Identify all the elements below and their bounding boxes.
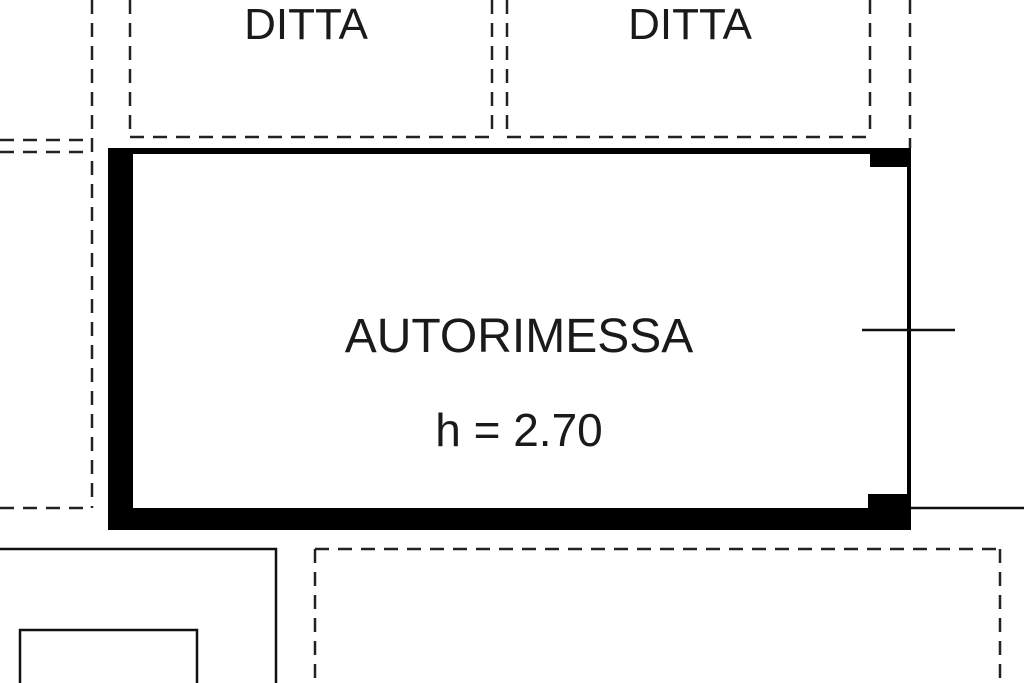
garage-wall-top [108, 148, 911, 154]
garage-corner-top-right [870, 148, 911, 167]
garage-wall-left [108, 148, 133, 530]
bottom-left-inner-box [18, 628, 199, 683]
room-autorimessa: AUTORIMESSA h = 2.70 [108, 148, 955, 530]
room-ditta-left: DITTA [128, 0, 494, 139]
garage-wall-bottom [108, 508, 911, 530]
outer-dashed-boundaries [0, 0, 912, 510]
room-label-autorimessa: AUTORIMESSA [345, 310, 694, 363]
room-label-ditta-left: DITTA [244, 0, 368, 49]
room-ditta-right: DITTA [505, 0, 872, 139]
room-label-ditta-right: DITTA [628, 0, 752, 49]
garage-wall-right [907, 148, 911, 530]
room-bottom-right [313, 547, 1002, 683]
garage-corner-bottom-right [868, 494, 911, 530]
room-height-label: h = 2.70 [435, 404, 603, 456]
bottom-left-room-outline [0, 547, 278, 683]
room-bottom-left [0, 547, 278, 683]
